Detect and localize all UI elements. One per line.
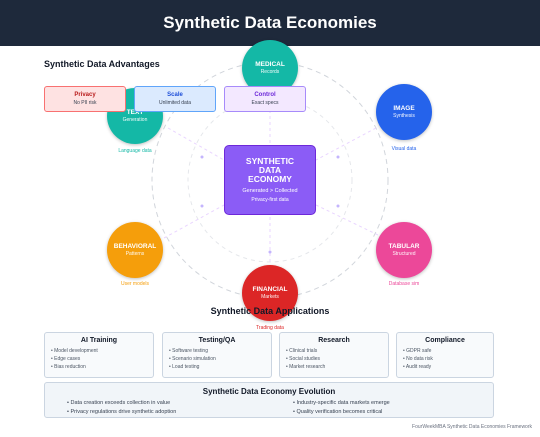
advantage-scale-sub: Unlimited data — [159, 100, 191, 106]
app-card-item: • Model development — [51, 348, 98, 354]
advantages-title: Synthetic Data Advantages — [44, 59, 160, 69]
node-tabular: TABULAR Structured — [376, 222, 432, 278]
advantage-control: Control Exact specs — [224, 86, 306, 112]
center-title-line-3: ECONOMY — [248, 173, 292, 184]
evolution-title: Synthetic Data Economy Evolution — [202, 387, 336, 396]
evolution-item: • Quality verification becomes critical — [293, 409, 383, 415]
node-behavioral-title: BEHAVIORAL — [113, 242, 157, 250]
page-title: Synthetic Data Economies — [163, 13, 377, 32]
app-card-ai-training: AI Training • Model development • Edge c… — [44, 332, 154, 378]
node-text-caption: Language data — [118, 148, 152, 154]
advantage-privacy: Privacy No PII risk — [44, 86, 126, 112]
advantage-control-title: Control — [254, 92, 276, 98]
app-card-compliance: Compliance • GDPR safe • No data risk • … — [396, 332, 494, 378]
advantage-scale-title: Scale — [167, 92, 183, 98]
app-card-item: • Market research — [286, 364, 326, 370]
center-economy-box: SYNTHETIC DATA ECONOMY Generated > Colle… — [224, 145, 316, 215]
node-behavioral-sub: Patterns — [125, 251, 145, 258]
center-title-line-1: SYNTHETIC — [245, 156, 295, 167]
footer-credit: FourWeekMBA Synthetic Data Economies Fra… — [412, 424, 532, 430]
node-medical-sub: Records — [260, 69, 280, 76]
app-card-item: • GDPR safe — [403, 348, 432, 354]
header-bar: Synthetic Data Economies — [0, 0, 540, 46]
advantage-scale: Scale Unlimited data — [134, 86, 216, 112]
node-text-title: TEXT — [126, 108, 144, 116]
evolution-item: • Industry-specific data markets emerge — [293, 400, 390, 406]
node-text-sub: Generation — [122, 117, 148, 124]
node-behavioral: BEHAVIORAL Patterns — [107, 222, 163, 278]
evolution-item: • Privacy regulations drive synthetic ad… — [67, 409, 177, 415]
app-card-item: • Edge cases — [51, 356, 81, 362]
app-card-item: • Scenario simulation — [169, 356, 216, 362]
node-tabular-sub: Structured — [392, 251, 416, 258]
app-card-item: • Social studies — [286, 356, 320, 362]
app-card-title: Testing/QA — [198, 337, 236, 344]
app-card-item: • Audit ready — [403, 364, 432, 370]
app-card-title: Compliance — [425, 337, 465, 344]
advantage-privacy-title: Privacy — [74, 92, 96, 98]
node-tabular-caption: Database sim — [388, 281, 420, 287]
app-card-item: • Clinical trials — [286, 348, 318, 354]
node-financial-sub: Markets — [261, 294, 279, 301]
node-financial: FINANCIAL Markets — [242, 265, 298, 321]
node-image-sub: Synthesis — [393, 113, 415, 120]
app-card-item: • Load testing — [169, 364, 200, 370]
node-financial-caption: Trading data — [256, 325, 284, 331]
node-image-caption: Visual data — [391, 146, 417, 152]
node-financial-title: FINANCIAL — [252, 285, 288, 293]
node-image-title: IMAGE — [393, 104, 415, 112]
app-card-title: AI Training — [80, 337, 118, 344]
app-card-research: Research • Clinical trials • Social stud… — [279, 332, 389, 378]
advantage-control-sub: Exact specs — [251, 100, 279, 106]
node-image: IMAGE Synthesis — [376, 84, 432, 140]
app-card-title: Research — [318, 337, 350, 344]
center-subtitle-2: Privacy-first data — [251, 196, 289, 203]
app-card-item: • No data risk — [403, 356, 433, 362]
evolution-box: Synthetic Data Economy Evolution • Data … — [44, 382, 494, 418]
center-subtitle: Generated > Collected — [242, 187, 298, 194]
node-medical-title: MEDICAL — [255, 60, 285, 68]
node-behavioral-caption: User models — [120, 281, 150, 287]
applications-title: Synthetic Data Applications — [210, 306, 330, 316]
app-card-item: • Software testing — [169, 348, 208, 354]
advantage-privacy-sub: No PII risk — [73, 100, 97, 106]
node-tabular-title: TABULAR — [388, 242, 420, 250]
evolution-item: • Data creation exceeds collection in va… — [67, 400, 171, 406]
app-card-item: • Bias reduction — [51, 364, 86, 370]
center-title-line-2: DATA — [258, 165, 282, 176]
app-card-testing-qa: Testing/QA • Software testing • Scenario… — [162, 332, 272, 378]
